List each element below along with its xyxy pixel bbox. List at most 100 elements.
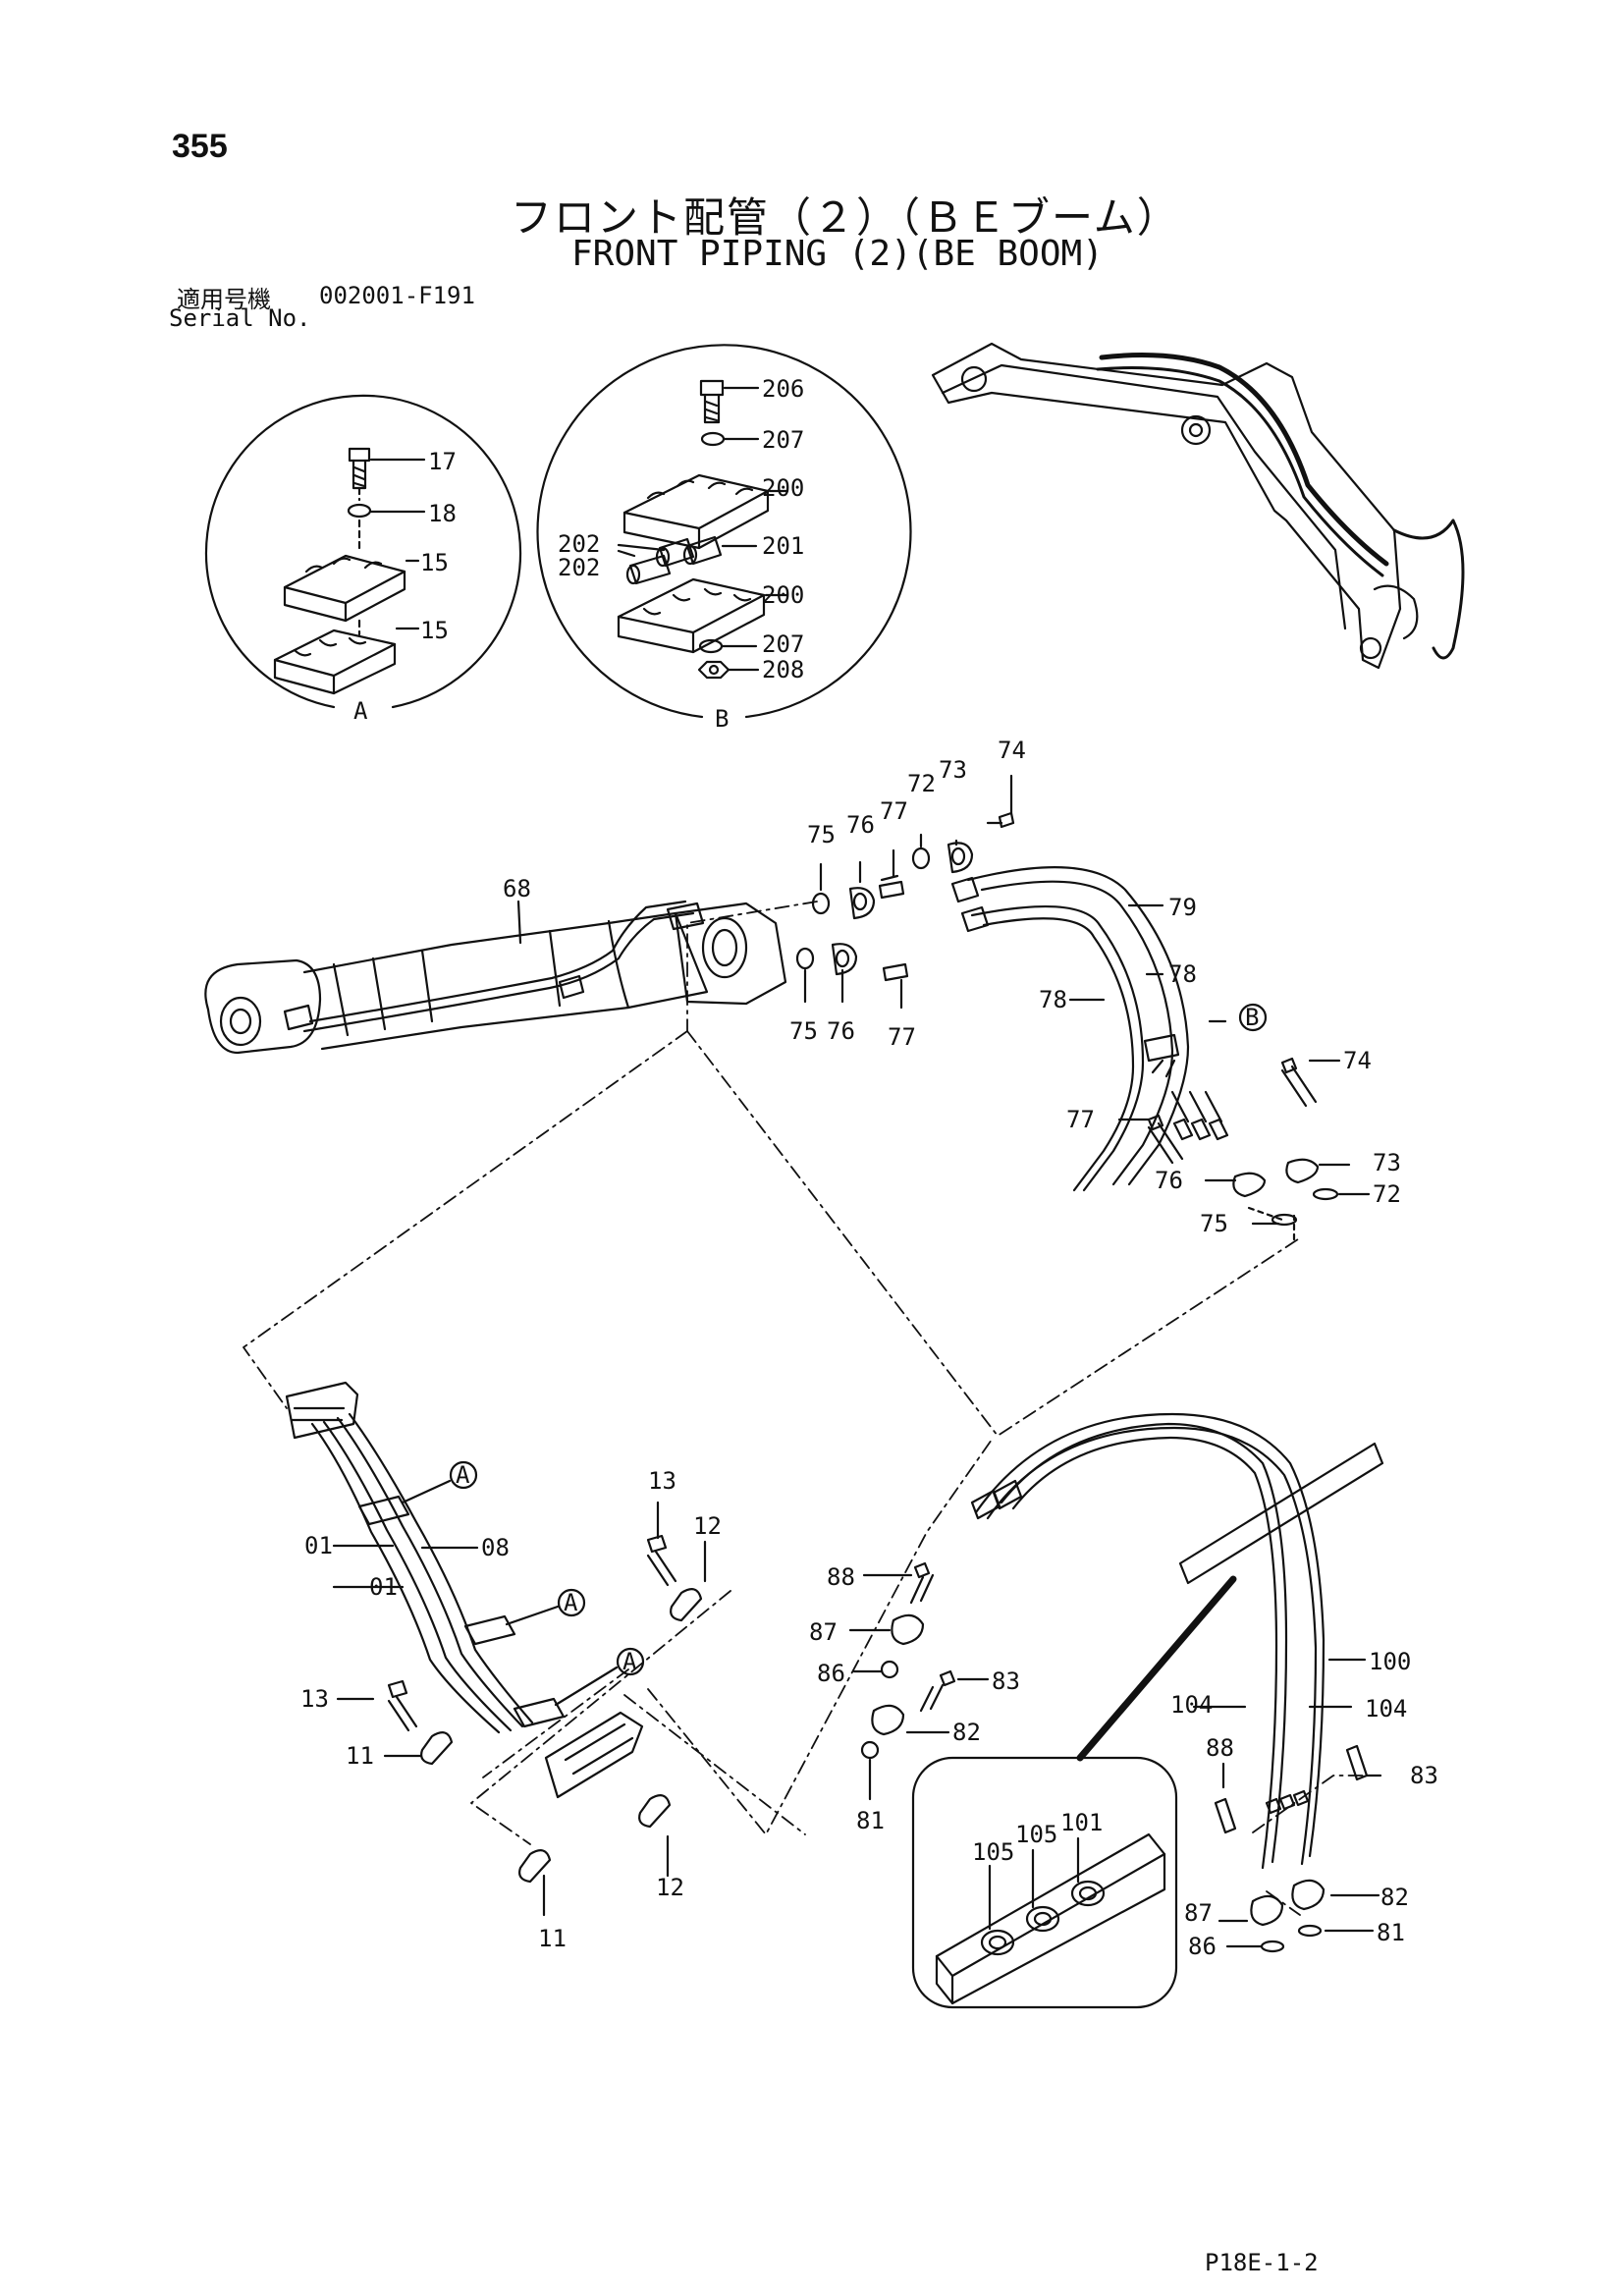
cylinder-callout-78: 78 bbox=[1039, 986, 1067, 1013]
lower-left-callout-12: 12 bbox=[656, 1874, 684, 1901]
right-callout-75: 75 bbox=[1200, 1210, 1228, 1237]
cylinder-callout-76: 76 bbox=[827, 1017, 855, 1045]
lower-right-callout-83: 83 bbox=[1410, 1762, 1438, 1789]
detail-b-callout-207: 207 bbox=[762, 426, 804, 454]
detail-a-callout-17: 17 bbox=[428, 448, 457, 475]
cylinder-callout-75: 75 bbox=[807, 821, 836, 848]
cylinder-68 bbox=[204, 900, 787, 1055]
clamp-15-upper bbox=[283, 554, 406, 623]
lower-left-callout-11: 11 bbox=[346, 1742, 374, 1770]
washer-207 bbox=[700, 431, 726, 447]
nut-208 bbox=[697, 660, 730, 680]
lower-right-callout-104: 104 bbox=[1365, 1695, 1407, 1722]
cylinder-callout-72: 72 bbox=[907, 770, 936, 797]
right-callout-77: 77 bbox=[1066, 1106, 1095, 1133]
lower-left-callout-11: 11 bbox=[538, 1925, 567, 1952]
lower-left-callout-08: 08 bbox=[481, 1534, 510, 1561]
detail-b-label: B bbox=[715, 705, 729, 733]
detail-b-callout-207: 207 bbox=[762, 630, 804, 658]
hoses-78-79 bbox=[950, 866, 1229, 1192]
lower-right-callout-81: 81 bbox=[1377, 1919, 1405, 1946]
page-title-japanese: フロント配管（２）（ＢＥブーム） bbox=[511, 193, 1180, 242]
clamp-200-lower bbox=[617, 577, 766, 654]
cylinder-callout-77: 77 bbox=[880, 797, 908, 825]
right-callout-73: 73 bbox=[1373, 1149, 1401, 1176]
fittings-right bbox=[1147, 1057, 1339, 1227]
detail-a-marker bbox=[557, 1588, 586, 1617]
lower-right-callout-86: 86 bbox=[1188, 1933, 1217, 1960]
detail-b-callout-200: 200 bbox=[762, 474, 804, 502]
detail-a-callout-18: 18 bbox=[428, 500, 457, 527]
right-callout-74: 74 bbox=[1343, 1047, 1372, 1074]
fittings-lower-mid bbox=[860, 1561, 956, 1760]
serial-range: 002001-F191 bbox=[319, 282, 475, 309]
detail-b-callout-206: 206 bbox=[762, 375, 804, 403]
lower-left-callout-01: 01 bbox=[304, 1532, 333, 1559]
detail-b-callout-200: 200 bbox=[762, 581, 804, 609]
cylinder-callout-78: 78 bbox=[1168, 960, 1197, 988]
detail-b-callout-208: 208 bbox=[762, 656, 804, 683]
right-callout-72: 72 bbox=[1373, 1180, 1401, 1208]
cylinder-callout-76: 76 bbox=[846, 811, 875, 839]
right-callout-76: 76 bbox=[1155, 1167, 1183, 1194]
pipes-01-08 bbox=[285, 1381, 644, 1799]
cylinder-callout-b: B bbox=[1245, 1004, 1259, 1031]
bolt-206 bbox=[699, 379, 725, 424]
lower-left-callout-a: A bbox=[622, 1648, 637, 1675]
detail-b-callout-201: 201 bbox=[762, 532, 804, 560]
detail-b-callout-202: 202 bbox=[558, 554, 600, 581]
inset-callout-101: 101 bbox=[1060, 1809, 1103, 1836]
detail-circle-a bbox=[204, 394, 522, 709]
page-title-english: FRONT PIPING (2)(BE BOOM) bbox=[571, 234, 1104, 274]
detail-a-label: A bbox=[353, 697, 368, 725]
clamp-15-lower bbox=[273, 629, 397, 695]
lower-mid-callout-82: 82 bbox=[952, 1719, 981, 1746]
serial-label-english: Serial No. bbox=[169, 304, 311, 332]
lower-mid-callout-87: 87 bbox=[809, 1618, 838, 1646]
inset-box bbox=[911, 1756, 1178, 2009]
detail-a-marker bbox=[449, 1460, 478, 1490]
lower-right-callout-100: 100 bbox=[1369, 1648, 1411, 1675]
lower-left-callout-a: A bbox=[564, 1589, 578, 1616]
detail-a-callout-15: 15 bbox=[420, 617, 449, 644]
detail-b-callout-202: 202 bbox=[558, 530, 600, 558]
lower-mid-callout-86: 86 bbox=[817, 1660, 845, 1687]
page-number: 355 bbox=[172, 128, 228, 165]
lower-right-callout-104: 104 bbox=[1170, 1691, 1213, 1719]
lower-right-callout-88: 88 bbox=[1206, 1734, 1234, 1762]
lower-mid-callout-88: 88 bbox=[827, 1563, 855, 1591]
detail-b-marker bbox=[1238, 1003, 1268, 1032]
lower-left-callout-13: 13 bbox=[300, 1685, 329, 1713]
bolts-brackets-left bbox=[387, 1534, 703, 1884]
cylinder-callout-77: 77 bbox=[888, 1023, 916, 1051]
inset-callout-105: 105 bbox=[972, 1838, 1014, 1866]
lower-mid-callout-81: 81 bbox=[856, 1807, 885, 1834]
inset-pointer bbox=[1076, 1575, 1237, 1762]
cylinder-callout-74: 74 bbox=[998, 737, 1026, 764]
detail-a-callout-15: 15 bbox=[420, 549, 449, 576]
inset-callout-105: 105 bbox=[1015, 1821, 1057, 1848]
cylinder-fittings bbox=[795, 811, 1015, 982]
dashed-leaders bbox=[243, 901, 1376, 1916]
lower-left-callout-13: 13 bbox=[648, 1467, 676, 1495]
lower-mid-callout-83: 83 bbox=[992, 1667, 1020, 1695]
lower-left-callout-01: 01 bbox=[369, 1573, 398, 1601]
lower-right-callout-82: 82 bbox=[1380, 1884, 1409, 1911]
bolt-17 bbox=[348, 447, 371, 490]
cylinder-callout-73: 73 bbox=[939, 756, 967, 784]
detail-a-marker bbox=[616, 1647, 645, 1676]
hoses-100-104 bbox=[970, 1412, 1384, 1953]
serial-label-japanese: 適用号機 bbox=[177, 286, 271, 313]
cylinder-callout-75: 75 bbox=[789, 1017, 818, 1045]
cylinder-callout-79: 79 bbox=[1168, 894, 1197, 921]
cylinder-callout-68: 68 bbox=[503, 875, 531, 902]
clamp-200-upper bbox=[622, 473, 770, 550]
lower-right-callout-87: 87 bbox=[1184, 1899, 1213, 1927]
footer-code: P18E-1-2 bbox=[1205, 2249, 1319, 2276]
lower-left-callout-12: 12 bbox=[693, 1512, 722, 1540]
washer-18 bbox=[347, 503, 372, 519]
lower-left-callout-a: A bbox=[456, 1461, 470, 1489]
detail-circle-b bbox=[536, 344, 912, 719]
boom-overview bbox=[931, 342, 1465, 670]
